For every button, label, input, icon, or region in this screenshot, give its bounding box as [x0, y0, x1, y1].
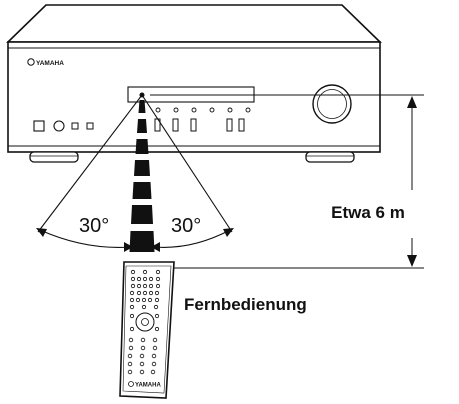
- power-button: [33, 120, 45, 132]
- angle-arrowheads: [36, 228, 234, 252]
- amplifier: YAMAHA: [6, 4, 382, 163]
- volume-knob: [312, 84, 352, 124]
- device-feet: [29, 151, 355, 163]
- brand-text-remote: YAMAHA: [135, 383, 161, 389]
- brand-text-device: YAMAHA: [36, 60, 64, 67]
- yamaha-logo-remote: YAMAHA: [128, 381, 161, 389]
- angle-left-label: 30°: [79, 215, 109, 237]
- angle-right-label: 30°: [171, 215, 201, 237]
- remote-control: YAMAHA: [119, 261, 175, 399]
- distance-arrowheads: [407, 96, 417, 267]
- angle-arcs: [39, 229, 231, 248]
- yamaha-logo-device: YAMAHA: [27, 58, 64, 67]
- reception-cone: [37, 94, 233, 233]
- small-button-2: [86, 122, 94, 130]
- distance-label: Etwa 6 m: [331, 203, 405, 222]
- ir-beam: [129, 100, 155, 252]
- indicator-dots: [155, 107, 251, 113]
- remote-buttons-bottom: [127, 337, 158, 375]
- small-button-1: [71, 122, 79, 130]
- remote-dpad: [129, 312, 160, 332]
- phones-jack: [53, 120, 65, 132]
- remote-buttons-top: [129, 269, 161, 310]
- remote-label: Fernbedienung: [184, 295, 307, 314]
